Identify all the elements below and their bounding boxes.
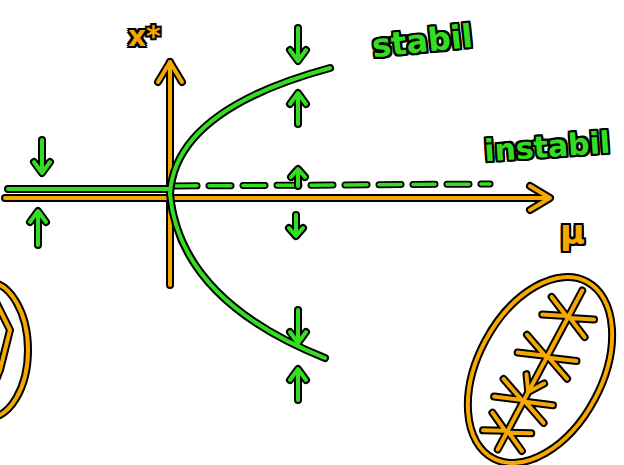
branch-label: stabil xyxy=(370,19,474,65)
axis-outline xyxy=(0,62,624,465)
axis xyxy=(0,62,624,465)
axis-label: x* xyxy=(128,22,161,53)
axis-label: μ xyxy=(560,214,585,251)
unstable-branch-outline xyxy=(175,184,490,186)
branch-outline xyxy=(8,28,330,400)
stable-branch xyxy=(8,28,330,400)
unstable-branch xyxy=(175,184,490,186)
branch-label: instabil xyxy=(483,126,611,168)
